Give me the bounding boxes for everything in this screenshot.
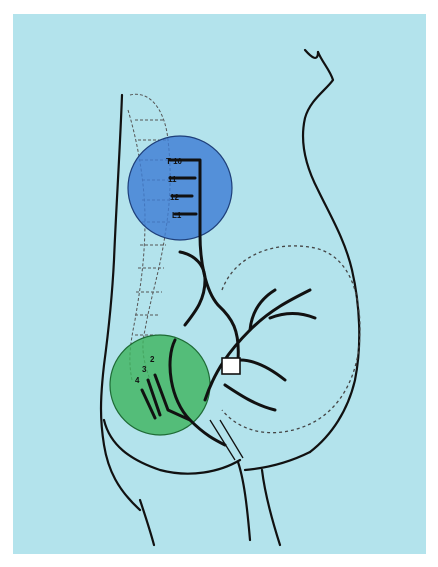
upper-zone-circle <box>128 136 232 240</box>
ganglion-box <box>222 358 240 374</box>
label-s2: 2 <box>150 355 155 364</box>
label-s3: 3 <box>142 365 147 374</box>
label-t10: T 10 <box>166 157 183 166</box>
label-l1: L1 <box>172 211 182 220</box>
label-s4: 4 <box>135 376 140 385</box>
label-t11: 11 <box>168 175 177 184</box>
label-t12: 12 <box>170 193 179 202</box>
background-panel <box>13 14 426 554</box>
